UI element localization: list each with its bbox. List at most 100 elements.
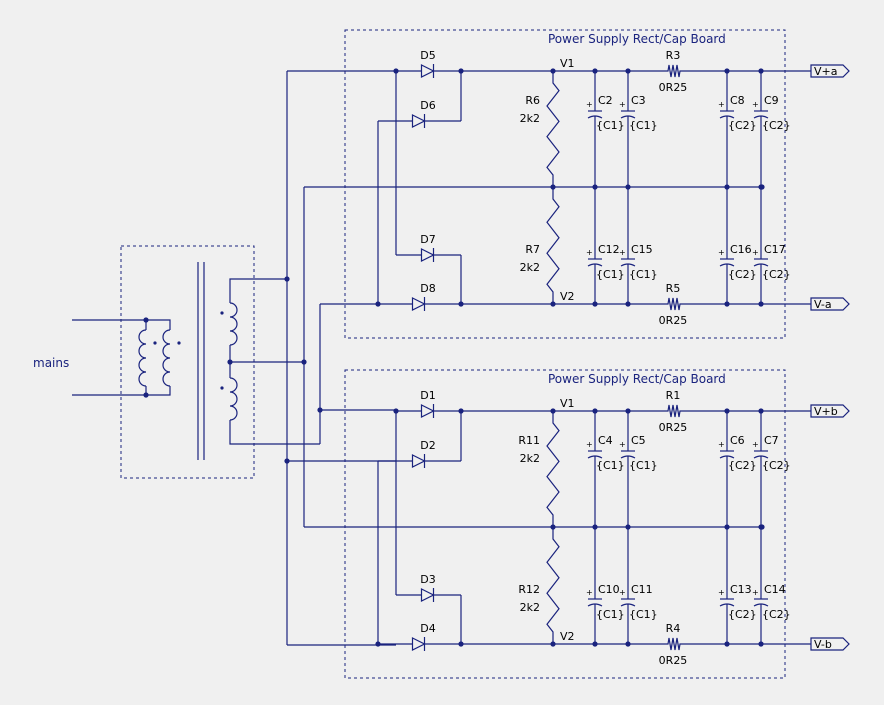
port-positive: V+a xyxy=(814,65,837,78)
diode-label: D1 xyxy=(420,389,435,402)
resistor-symbol xyxy=(658,404,690,418)
junction xyxy=(592,184,598,190)
polarity-mark: + xyxy=(718,100,725,109)
rect-cap-board-b: Power Supply Rect/Cap BoardD1D2D3D4R10R2… xyxy=(344,369,850,679)
polarity-mark: + xyxy=(619,440,626,449)
primary-winding-1 xyxy=(138,320,157,395)
junction xyxy=(625,68,631,74)
polarity-mark: + xyxy=(619,588,626,597)
diode-label: D6 xyxy=(420,99,435,112)
capacitor-label: C7 xyxy=(764,434,779,447)
board-outline xyxy=(344,29,786,339)
junction xyxy=(724,184,730,190)
diode-label: D7 xyxy=(420,233,435,246)
capacitor-value: {C2} xyxy=(762,459,791,472)
junction xyxy=(550,184,556,190)
resistor-symbol xyxy=(658,297,690,311)
capacitor-label: C11 xyxy=(631,583,653,596)
junction xyxy=(550,301,556,307)
series-resistor-value: 0R25 xyxy=(659,81,688,94)
capacitor-label: C6 xyxy=(730,434,745,447)
board-title: Power Supply Rect/Cap Board xyxy=(548,32,726,46)
series-resistor-value: 0R25 xyxy=(659,421,688,434)
series-resistor-label: R1 xyxy=(666,389,681,402)
series-resistor-value: 0R25 xyxy=(659,654,688,667)
junction xyxy=(758,408,764,414)
capacitor-value: {C2} xyxy=(762,608,791,621)
junction xyxy=(550,408,556,414)
junction xyxy=(759,524,765,530)
polarity-mark: + xyxy=(752,248,759,257)
diode-symbol xyxy=(411,114,426,128)
resistor-symbol xyxy=(546,187,560,304)
capacitor-value: {C1} xyxy=(596,608,625,621)
port-flag xyxy=(810,64,850,78)
polarity-mark: + xyxy=(718,248,725,257)
diode-symbol xyxy=(420,64,435,78)
capacitor-value: {C2} xyxy=(728,268,757,281)
capacitor-value: {C1} xyxy=(629,119,658,132)
capacitor-value: {C2} xyxy=(728,119,757,132)
junction xyxy=(550,68,556,74)
resistor-symbol xyxy=(546,71,560,187)
polarity-mark: + xyxy=(586,588,593,597)
port-negative: V-b xyxy=(814,638,832,651)
polarity-mark: + xyxy=(586,440,593,449)
secondary-winding-upper xyxy=(220,278,287,362)
diode-symbol xyxy=(420,248,435,262)
capacitor-label: C17 xyxy=(764,243,786,256)
junction xyxy=(758,68,764,74)
bleeder-value: 2k2 xyxy=(520,601,540,614)
node-label: V1 xyxy=(560,57,575,70)
junction xyxy=(284,458,290,464)
capacitor-value: {C1} xyxy=(596,459,625,472)
polarity-mark: + xyxy=(718,440,725,449)
polarity-mark: + xyxy=(586,248,593,257)
diode-label: D3 xyxy=(420,573,435,586)
capacitor-label: C10 xyxy=(598,583,620,596)
capacitor-value: {C2} xyxy=(728,459,757,472)
bleeder-label: R12 xyxy=(518,583,540,596)
junction xyxy=(592,301,598,307)
capacitor-label: C5 xyxy=(631,434,646,447)
primary-winding-2 xyxy=(146,319,181,396)
junction xyxy=(724,641,730,647)
junction xyxy=(592,408,598,414)
port-flag xyxy=(810,297,850,311)
polarity-mark: + xyxy=(752,588,759,597)
node-label: V2 xyxy=(560,290,575,303)
capacitor-value: {C1} xyxy=(629,459,658,472)
mains-label: mains xyxy=(33,356,69,370)
capacitor-value: {C1} xyxy=(629,268,658,281)
bleeder-value: 2k2 xyxy=(520,261,540,274)
junction xyxy=(625,301,631,307)
junction xyxy=(758,641,764,647)
capacitor-label: C16 xyxy=(730,243,752,256)
polarity-mark: + xyxy=(619,248,626,257)
diode-symbol xyxy=(411,637,426,651)
series-resistor-label: R3 xyxy=(666,49,681,62)
resistor-symbol xyxy=(546,527,560,644)
diode-symbol xyxy=(420,588,435,602)
capacitor-label: C9 xyxy=(764,94,779,107)
capacitor-label: C4 xyxy=(598,434,613,447)
capacitor-label: C15 xyxy=(631,243,653,256)
bleeder-value: 2k2 xyxy=(520,452,540,465)
bleeder-value: 2k2 xyxy=(520,112,540,125)
junction xyxy=(550,641,556,647)
resistor-symbol xyxy=(658,64,690,78)
junction xyxy=(284,276,290,282)
transformer: mains xyxy=(33,245,320,479)
capacitor-label: C3 xyxy=(631,94,646,107)
polarity-mark: + xyxy=(752,100,759,109)
junction xyxy=(724,408,730,414)
board-title: Power Supply Rect/Cap Board xyxy=(548,372,726,386)
rect-cap-board-a: Power Supply Rect/Cap BoardD5D6D7D8R30R2… xyxy=(344,29,850,339)
capacitor-value: {C1} xyxy=(596,119,625,132)
secondary-distribution xyxy=(284,70,762,646)
series-resistor-label: R4 xyxy=(666,622,681,635)
junction xyxy=(550,524,556,530)
bleeder-label: R11 xyxy=(518,434,540,447)
capacitor-label: C8 xyxy=(730,94,745,107)
